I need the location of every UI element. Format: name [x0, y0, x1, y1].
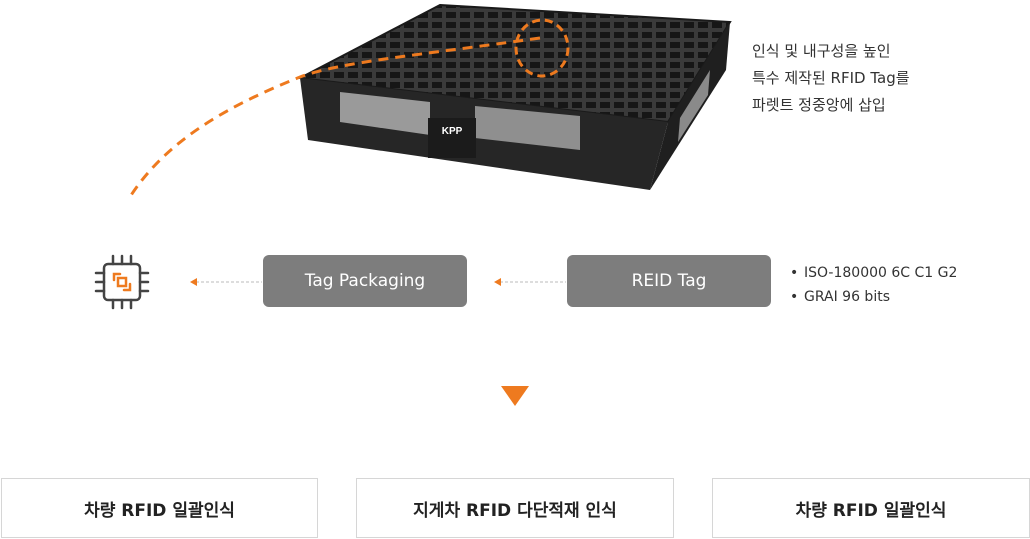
tag-packaging-box: Tag Packaging [263, 255, 467, 307]
pallet-badge: KPP [442, 126, 463, 137]
note-line: 인식 및 내구성을 높인 [752, 42, 891, 60]
result-box-vehicle: 차량 RFID 일괄인식 [1, 478, 318, 538]
list-item: •GRAI 96 bits [790, 289, 890, 305]
result-box-vehicle-2: 차량 RFID 일괄인식 [712, 478, 1030, 538]
down-arrow-icon [501, 386, 529, 406]
pallet-image: KPP [296, 3, 732, 190]
result-box-forklift: 지게차 RFID 다단적재 인식 [356, 478, 674, 538]
tag-spec-list: •ISO-180000 6C C1 G2 •GRAI 96 bits [790, 261, 957, 309]
pallet-note: 인식 및 내구성을 높인 특수 제작된 RFID Tag를 파렛트 정중앙에 삽… [752, 38, 910, 119]
list-item: •ISO-180000 6C C1 G2 [790, 265, 958, 281]
note-line: 파렛트 정중앙에 삽입 [752, 96, 886, 114]
rfid-chip-icon [94, 254, 150, 310]
reid-tag-box: REID Tag [567, 255, 771, 307]
note-line: 특수 제작된 RFID Tag를 [752, 69, 910, 87]
